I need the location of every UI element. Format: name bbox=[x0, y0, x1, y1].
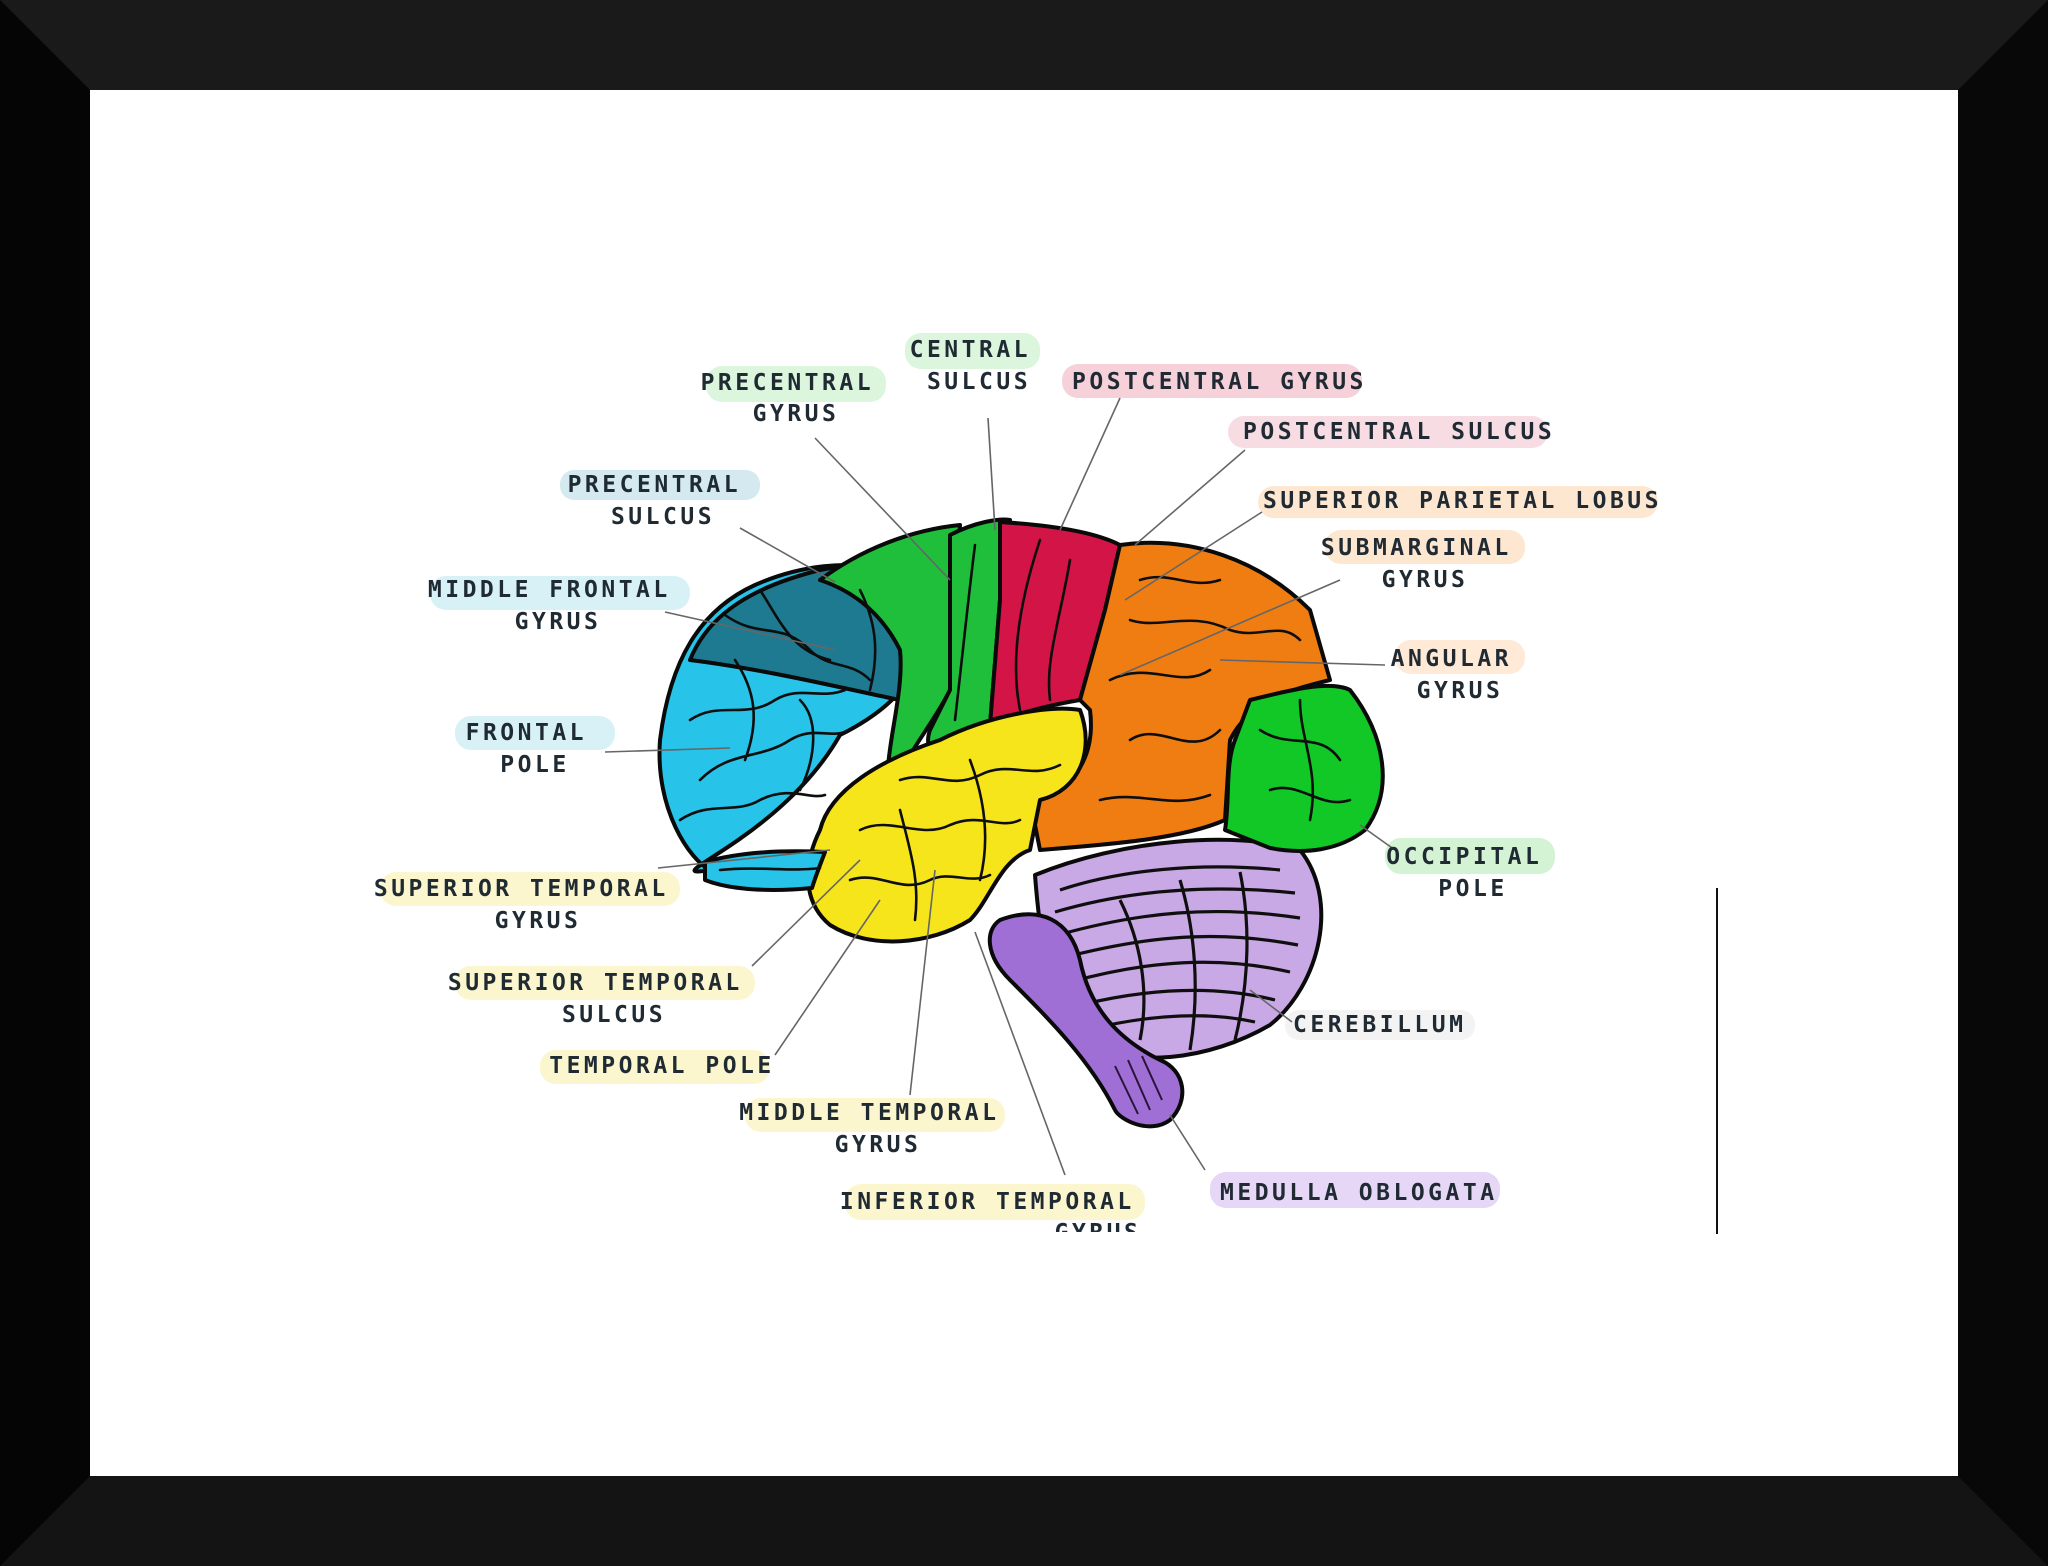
label-middle-temporal-gyrus: MIDDLE TEMPORAL GYRUS bbox=[739, 1100, 1017, 1158]
cerebellum-folia bbox=[1054, 865, 1301, 1051]
label-occipital-pole: OCCIPITAL POLE bbox=[1386, 844, 1559, 902]
cortical-folds bbox=[678, 538, 1352, 922]
label-superior-temporal-sulcus: SUPERIOR TEMPORAL SULCUS bbox=[448, 970, 760, 1028]
label-superior-temporal-gyrus: SUPERIOR TEMPORAL GYRUS bbox=[374, 876, 686, 934]
region-labels: PRECENTRAL GYRUS CENTRAL SULCUS POSTCENT… bbox=[374, 337, 1662, 1246]
frame-top-bevel bbox=[0, 0, 2048, 90]
label-postcentral-sulcus: POSTCENTRAL SULCUS bbox=[1243, 419, 1555, 445]
label-frontal-pole: FRONTAL POLE bbox=[466, 720, 605, 778]
leader-lines bbox=[604, 397, 1396, 1176]
label-medulla-oblogata: MEDULLA OBLOGATA bbox=[1220, 1180, 1498, 1206]
frame-bottom-bevel bbox=[0, 1476, 2048, 1566]
label-central-sulcus: CENTRAL SULCUS bbox=[910, 337, 1049, 395]
label-superior-parietal-lobus: SUPERIOR PARIETAL LOBUS bbox=[1263, 488, 1662, 514]
occipital-lobe-region bbox=[1223, 683, 1385, 853]
label-postcentral-gyrus: POSTCENTRAL GYRUS bbox=[1072, 369, 1367, 395]
label-submarginal-gyrus: SUBMARGINAL GYRUS bbox=[1321, 535, 1529, 593]
label-angular-gyrus: ANGULAR GYRUS bbox=[1391, 646, 1530, 704]
brain-illustration bbox=[657, 517, 1385, 1129]
bottom-crop-mask bbox=[840, 1232, 1140, 1272]
label-precentral-gyrus: PRECENTRAL GYRUS bbox=[701, 370, 892, 427]
frame-right-bevel bbox=[1958, 0, 2048, 1566]
label-cerebillum: CEREBILLUM bbox=[1293, 1012, 1466, 1038]
medulla-ridges bbox=[1114, 1055, 1163, 1115]
label-temporal-pole: TEMPORAL POLE bbox=[549, 1053, 775, 1079]
frame-left-bevel bbox=[0, 0, 90, 1566]
frontal-lower-rim bbox=[703, 849, 827, 892]
label-highlights bbox=[380, 333, 1658, 1220]
label-precentral-sulcus: PRECENTRAL SULCUS bbox=[568, 472, 759, 530]
label-middle-frontal-gyrus: MIDDLE FRONTAL GYRUS bbox=[428, 577, 688, 635]
